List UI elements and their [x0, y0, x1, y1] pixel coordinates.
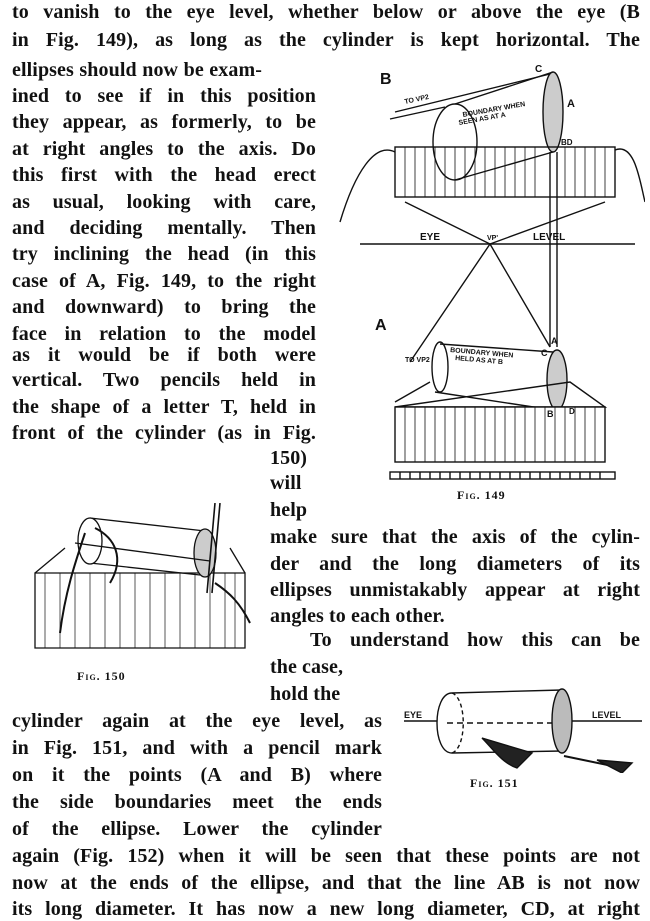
figure-149-caption: Fig. 149 — [457, 488, 506, 502]
text-line: and deciding mentally. Then — [12, 217, 316, 239]
fig149-label-eye: EYE — [420, 232, 440, 243]
text-line: cylinder again at the eye level, as — [12, 710, 382, 732]
figure-149-illustration: B C A BD TO VP2 BOUNDARY WHEN SEEN AS AT… — [339, 64, 645, 480]
text-line: again (Fig. 152) when it will be seen th… — [12, 845, 640, 867]
text-line: to vanish to the eye level, whether belo… — [12, 1, 640, 23]
text-line: help — [270, 499, 308, 521]
text-line: angles to each other. — [270, 605, 445, 627]
fig149-label-a: A — [375, 317, 387, 334]
text-line: its long diameter. It has now a new long… — [12, 898, 640, 920]
figure-150-caption: Fig. 150 — [77, 669, 126, 683]
text-line: der and the long diameters of its — [270, 553, 640, 575]
text-line: front of the cylinder (as in Fig. — [12, 422, 316, 444]
fig149-label-c-bottom: C — [541, 348, 548, 358]
text-line: as usual, looking with care, — [12, 191, 316, 213]
text-line: this first with the head erect — [12, 164, 316, 186]
text-line: ined to see if in this position — [12, 85, 316, 107]
fig149-label-level: LEVEL — [533, 232, 565, 243]
text-line: To understand how this can be — [310, 629, 640, 651]
fig149-label-tovp2-bottom: TO VP2 — [405, 357, 430, 364]
text-line: in Fig. 151, and with a pencil mark — [12, 737, 382, 759]
figure-151-illustration: EYE LEVEL — [404, 688, 642, 773]
text-line: ellipses unmistakably appear at right — [270, 579, 640, 601]
text-line: on it the points (A and B) where — [12, 764, 382, 786]
text-line: now at the ends of the ellipse, and that… — [12, 872, 640, 894]
text-line: in Fig. 149), as long as the cylinder is… — [12, 29, 640, 51]
figure-151-caption: Fig. 151 — [470, 776, 519, 790]
fig149-label-c: C — [535, 64, 542, 75]
text-line: the case, — [270, 656, 344, 678]
fig149-label-a-bottom: A — [551, 336, 558, 346]
fig149-label-b-bottom: B — [547, 409, 554, 419]
fig149-drawing — [339, 71, 645, 480]
text-line: try inclining the head (in this — [12, 243, 316, 265]
fig149-boundary-text: HELD AS AT B — [455, 355, 503, 366]
figure-150-illustration — [34, 503, 251, 649]
fig149-label-d-bottom: D — [569, 407, 575, 416]
text-line: as it would be if both were — [12, 344, 316, 366]
fig151-label-eye: EYE — [404, 710, 422, 720]
fig149-label-a-top: A — [567, 98, 575, 110]
text-line: face in relation to the model — [12, 323, 316, 345]
text-line: ellipses should now be exam- — [12, 59, 262, 81]
text-line: and downward) to bring the — [12, 296, 316, 318]
fig149-label-bd: BD — [561, 138, 573, 147]
text-line: the shape of a letter T, held in — [12, 396, 316, 418]
text-line: hold the — [270, 683, 341, 705]
text-line: make sure that the axis of the cylin- — [270, 526, 640, 548]
text-line: of the ellipse. Lower the cylinder — [12, 818, 382, 840]
fig151-label-level: LEVEL — [592, 710, 622, 720]
text-line: 150) — [270, 447, 308, 469]
fig149-label-vp1: VP' — [487, 235, 498, 242]
text-line: the side boundaries meet the ends — [12, 791, 382, 813]
text-line: case of A, Fig. 149, to the right — [12, 270, 316, 292]
text-line: will — [270, 472, 302, 494]
fig149-label-b: B — [380, 71, 392, 88]
text-line: vertical. Two pencils held in — [12, 369, 316, 391]
text-line: at right angles to the axis. Do — [12, 138, 316, 160]
text-line: they appear, as formerly, to be — [12, 111, 316, 133]
